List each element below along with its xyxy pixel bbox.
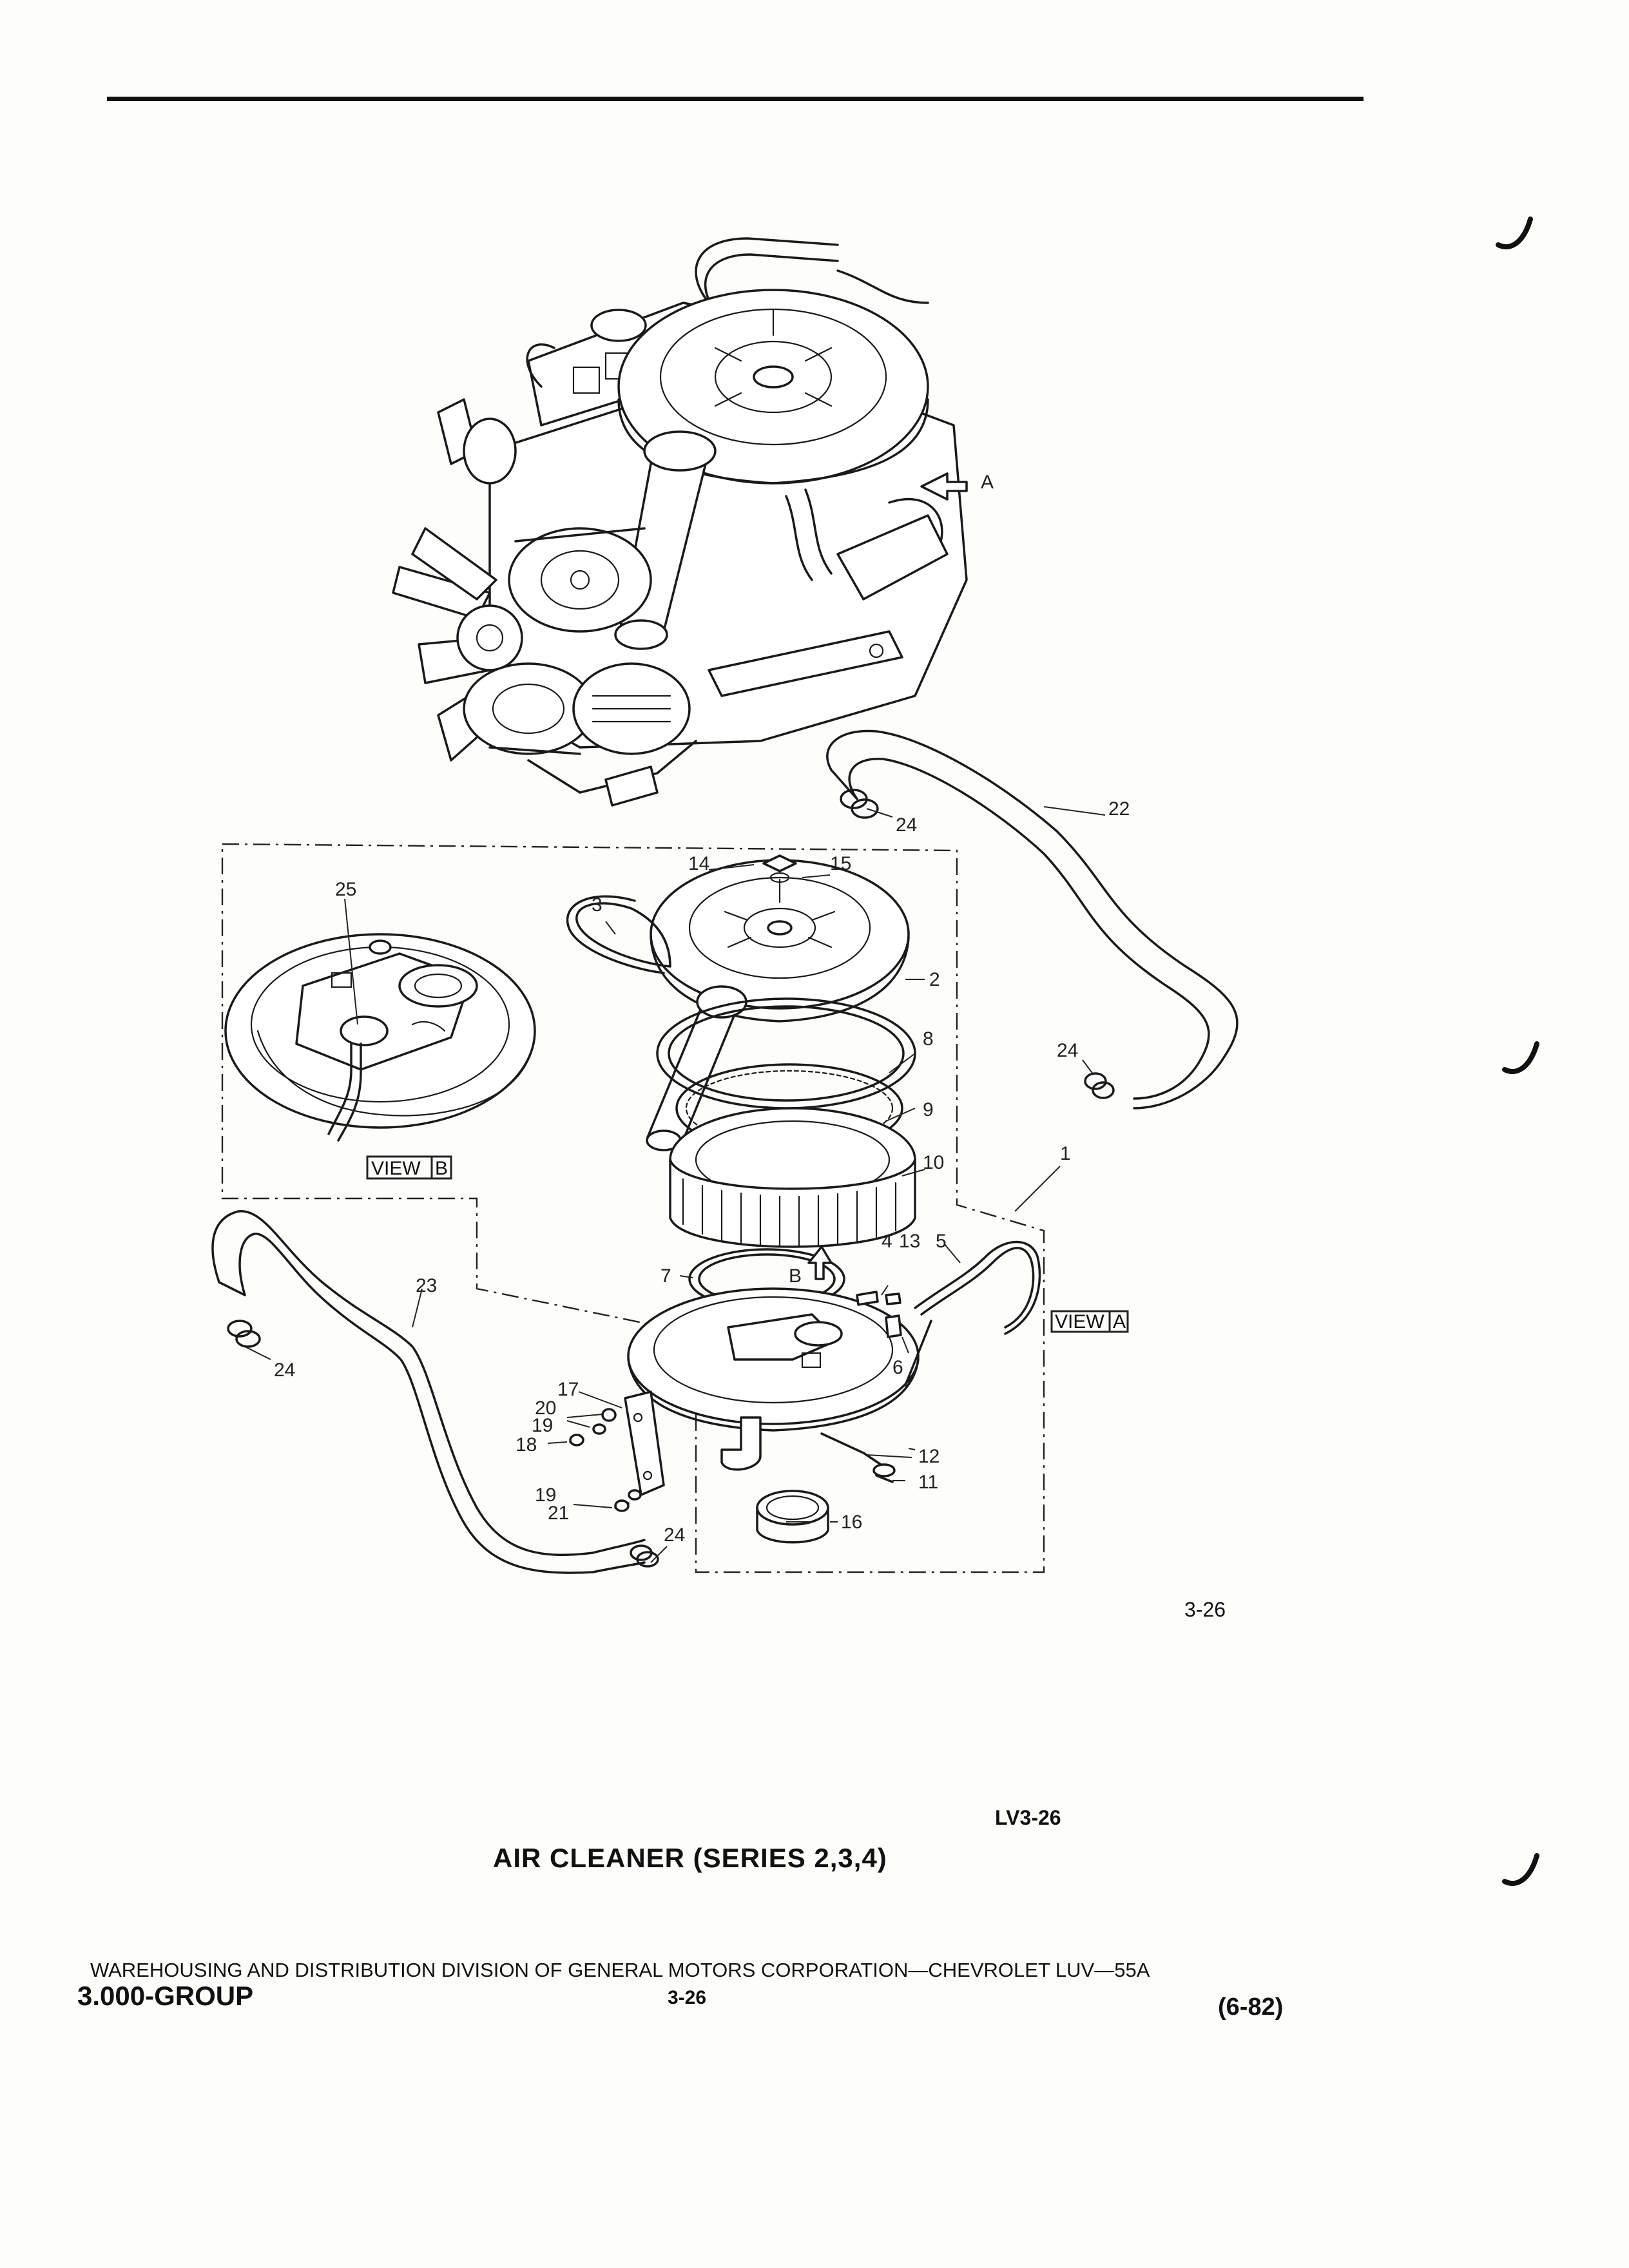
view-a-arrow: A <box>920 472 994 501</box>
footer-group: 3.000-GROUP <box>77 1981 254 2011</box>
figure-title: AIR CLEANER (SERIES 2,3,4) <box>493 1843 887 1873</box>
view-b-word: VIEW <box>371 1158 421 1179</box>
callout-12: 12 <box>918 1446 940 1467</box>
view-a-word: VIEW <box>1055 1311 1104 1332</box>
callout-2: 2 <box>929 969 940 990</box>
callout-22: 22 <box>1108 798 1130 820</box>
callout-23: 23 <box>416 1275 437 1296</box>
margin-mark-3 <box>1502 1853 1539 1887</box>
callout-4: 4 <box>882 1231 892 1252</box>
engine-assembly-illustration <box>392 237 968 807</box>
callout-18: 18 <box>516 1434 537 1456</box>
arrow-b-label: B <box>789 1265 802 1287</box>
callout-8: 8 <box>923 1028 934 1050</box>
page-reference: LV3-26 <box>995 1806 1061 1829</box>
leader-lines <box>244 806 1106 1563</box>
view-a-letter: A <box>1113 1311 1126 1332</box>
hose-23 <box>211 1210 659 1574</box>
callout-24b: 24 <box>1057 1040 1078 1061</box>
callout-13: 13 <box>899 1231 920 1252</box>
callout-24d: 24 <box>664 1524 685 1546</box>
callout-11: 11 <box>918 1472 938 1493</box>
air-cleaner-exploded-parts: B <box>566 854 1041 1544</box>
callout-1: 1 <box>1060 1143 1071 1164</box>
arrow-a-label: A <box>981 472 994 493</box>
callout-21: 21 <box>548 1503 569 1524</box>
view-b-inset: VIEW B <box>224 933 536 1180</box>
callout-19a: 19 <box>532 1415 553 1436</box>
callout-15: 15 <box>830 853 851 874</box>
figure-number: 3-26 <box>1184 1598 1226 1621</box>
view-b-letter: B <box>435 1158 448 1179</box>
callout-17: 17 <box>557 1379 579 1400</box>
footer-page-number: 3-26 <box>668 1987 707 2008</box>
view-a-label: VIEW A <box>1050 1310 1129 1333</box>
callout-9: 9 <box>923 1099 934 1120</box>
callout-24a: 24 <box>896 814 917 836</box>
callout-6: 6 <box>892 1357 903 1378</box>
callout-16: 16 <box>841 1512 862 1533</box>
callout-25: 25 <box>335 879 356 900</box>
footer-edition: (6-82) <box>1218 1994 1284 2021</box>
header-rule <box>107 97 1364 101</box>
callout-10: 10 <box>923 1152 944 1173</box>
margin-mark-1 <box>1496 216 1533 250</box>
callout-3: 3 <box>592 894 602 916</box>
exploded-view-boundary <box>221 843 1045 1573</box>
footer-division-line: WAREHOUSING AND DISTRIBUTION DIVISION OF… <box>90 1959 1150 1981</box>
callout-5: 5 <box>936 1231 947 1252</box>
callout-14: 14 <box>688 853 709 874</box>
callout-19b: 19 <box>535 1485 556 1506</box>
callout-24c: 24 <box>274 1360 295 1381</box>
callout-20: 20 <box>535 1398 556 1419</box>
callout-labels: 1 2 3 4 5 6 7 8 9 10 11 12 13 14 15 16 1… <box>274 798 1130 1546</box>
margin-mark-2 <box>1502 1041 1539 1075</box>
hose-22 <box>826 729 1239 1110</box>
callout-7: 7 <box>660 1265 671 1287</box>
